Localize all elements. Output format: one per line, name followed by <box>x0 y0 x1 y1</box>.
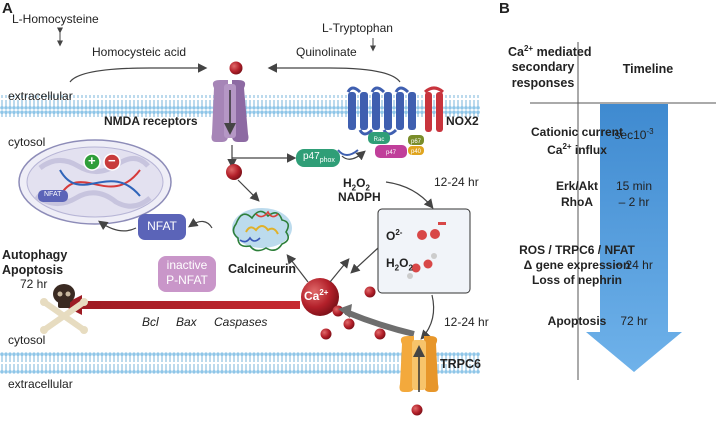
panel-b-letter: B <box>499 0 510 17</box>
svg-text:p47: p47 <box>386 150 397 156</box>
homocysteine-arrow <box>69 63 208 83</box>
ros-molecules <box>407 222 446 279</box>
svg-text:p40: p40 <box>411 149 422 155</box>
calcineurin-label: Calcineurin <box>228 262 297 276</box>
plus-icon: + <box>88 153 96 168</box>
timeline-header-left: Ca2+ mediated <box>508 44 592 60</box>
response-row-4: Apoptosis <box>547 314 607 328</box>
time-row-1: sec10-3 <box>614 127 654 142</box>
minus-icon: − <box>108 153 116 168</box>
ros-h2o2-label: H2O2 <box>386 256 413 273</box>
nox2-complex-shape: Rac p47 p67 p40 <box>337 86 444 158</box>
time-row-2-line-1: 15 min <box>615 179 653 193</box>
autophagy-label: Autophagy <box>2 248 68 262</box>
ca-central-label: Ca2+ <box>304 288 329 303</box>
ca-ion-cytosol <box>226 164 242 180</box>
p47phox-badge <box>296 149 340 167</box>
timeline-header-left-3: responses <box>511 76 575 90</box>
quinolinate-label: Quinolinate <box>296 45 357 59</box>
response-row-1-line-1: Cationic current <box>530 125 623 139</box>
response-row-3-line-3: Loss of nephrin <box>532 273 622 287</box>
caspases-label: Caspases <box>214 315 268 329</box>
time-row-4: 72 hr <box>620 314 648 328</box>
nmda-receptor-shape <box>211 80 249 142</box>
l-homocysteine-label: L-Homocysteine <box>12 12 99 26</box>
response-row-3-line-2: Δ gene expression <box>523 258 631 272</box>
svg-text:Rac: Rac <box>374 137 385 143</box>
panel-a-letter: A <box>2 0 13 17</box>
hr-label-top: 12-24 hr <box>434 175 479 189</box>
nmda-receptors-label: NMDA receptors <box>104 114 198 128</box>
l-tryptophan-label: L-Tryptophan <box>322 21 393 35</box>
apoptosis-arrow <box>62 295 300 315</box>
nadph-label: NADPH <box>338 190 381 204</box>
cytosol-top-label: cytosol <box>8 135 46 149</box>
inactive-label: inactive <box>166 258 208 272</box>
svg-text:p67: p67 <box>411 139 422 145</box>
bottom-membrane <box>0 352 480 374</box>
response-row-1-line-2: Ca2+ influx <box>547 142 607 157</box>
timeline-arrow <box>586 104 682 372</box>
cytosol-bottom-label: cytosol <box>8 333 46 347</box>
p-nfat-label: P-NFAT <box>166 273 208 287</box>
quinolinate-arrow <box>267 63 401 83</box>
response-row-2-line-2: RhoA <box>561 195 593 209</box>
trpc6-label: TRPC6 <box>440 357 481 371</box>
time-row-2-line-2: – 2 hr <box>618 195 650 209</box>
ca-ion-top <box>229 61 243 75</box>
p47phox-label: p47phox <box>303 151 335 164</box>
bcl-label: Bcl <box>142 315 159 329</box>
extracellular-top-label: extracellular <box>8 89 73 103</box>
response-row-3-line-1: ROS / TRPC6 / NFAT <box>519 243 635 257</box>
timeline-header-right: Timeline <box>622 62 674 76</box>
hr-label-bottom: 12-24 hr <box>444 315 489 329</box>
extracellular-bottom-label: extracellular <box>8 377 73 391</box>
inactive-nfat-box <box>158 256 216 292</box>
nfat-chromatin-label: NFAT <box>44 191 62 198</box>
hr-72-label: 72 hr <box>20 277 48 291</box>
nox2-label: NOX2 <box>446 114 479 128</box>
skull-icon <box>40 284 88 334</box>
nucleus-shape <box>18 139 172 225</box>
response-row-2-line-1: Erk/Akt <box>555 179 599 193</box>
trpc6-channel-shape <box>399 336 439 392</box>
nfat-label: NFAT <box>147 219 177 233</box>
ca-influx-arrow <box>344 309 415 337</box>
bax-label: Bax <box>176 315 197 329</box>
ca-ion-central <box>301 278 339 316</box>
ros-box <box>377 208 471 294</box>
timeline-header-left-2: secondary <box>511 60 575 74</box>
apoptosis-label: Apoptosis <box>2 263 64 277</box>
ros-superoxide-label: O2- <box>386 228 403 243</box>
time-row-3: ~ 24 hr <box>615 258 653 272</box>
calcineurin-structure <box>232 208 292 252</box>
nfat-box <box>138 214 186 240</box>
homocysteic-acid-label: Homocysteic acid <box>92 45 187 59</box>
h2o2-label: H2O2 <box>343 176 370 193</box>
